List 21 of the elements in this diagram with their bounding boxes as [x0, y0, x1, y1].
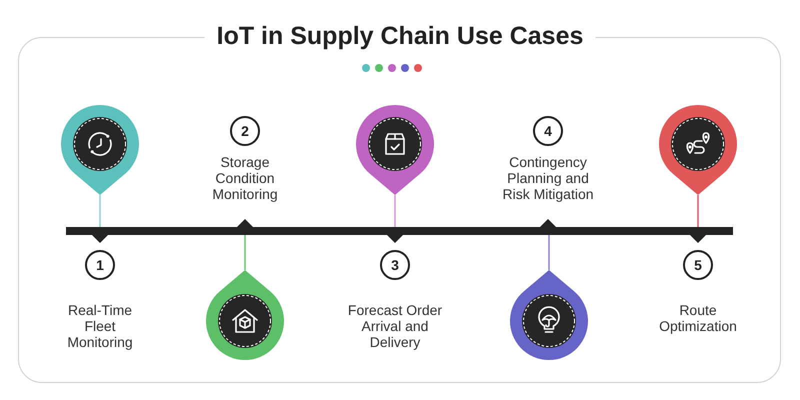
step-number: 3	[380, 250, 410, 280]
location-pin	[60, 104, 140, 196]
step-title: Contingency Planning and Risk Mitigation	[501, 154, 595, 202]
step-title: Real-Time Fleet Monitoring	[66, 302, 134, 350]
step-number: 2	[230, 116, 260, 146]
step-number: 5	[683, 250, 713, 280]
step-number: 4	[533, 116, 563, 146]
step-number: 1	[85, 250, 115, 280]
step-title: Forecast Order Arrival and Delivery	[346, 302, 444, 350]
step-title: Route Optimization	[658, 302, 738, 334]
location-pin	[509, 269, 589, 361]
location-pin	[205, 269, 285, 361]
connector-line	[394, 195, 396, 227]
connector-line	[99, 195, 101, 227]
connector-line	[244, 235, 246, 270]
step-title: Storage Condition Monitoring	[211, 154, 279, 202]
connector-line	[548, 235, 550, 270]
connector-line	[697, 195, 699, 227]
location-pin	[355, 104, 435, 196]
location-pin	[658, 104, 738, 196]
timeline-bar	[66, 217, 733, 244]
